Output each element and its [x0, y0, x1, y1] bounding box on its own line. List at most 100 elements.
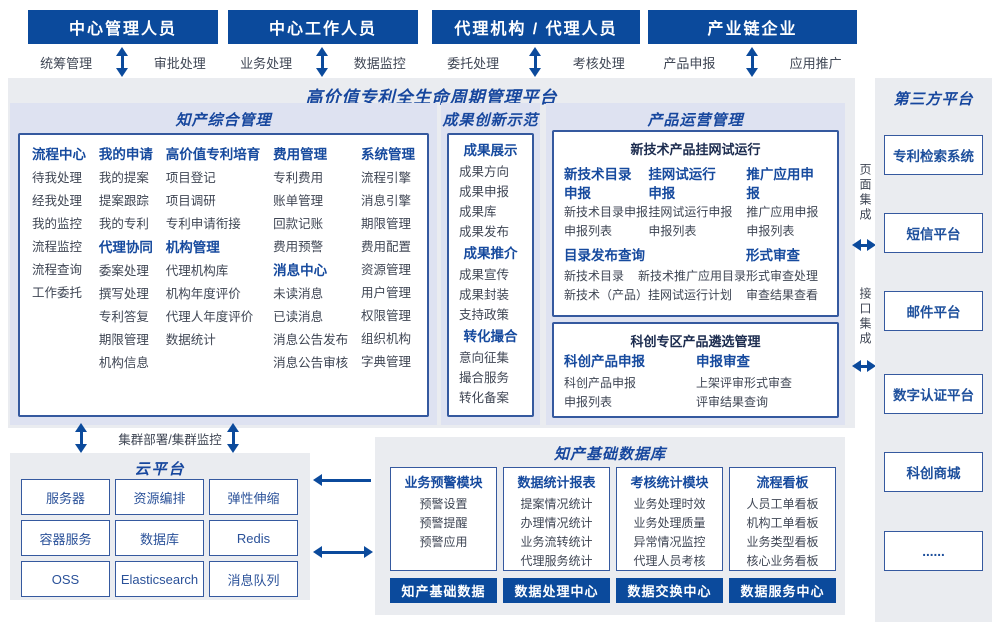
formal-review-items: 形式审查处理审查结果查看	[746, 267, 827, 305]
menu-column: 推广应用申报推广应用申报申报列表	[746, 160, 827, 241]
menu-group-header: 挂网试运行 申报	[648, 167, 716, 201]
cluster-deploy-monitor-label: 集群部署/集群监控	[118, 433, 222, 447]
menu-group-header: 消息中心	[273, 263, 328, 278]
menu-item: 形式审查处理	[746, 269, 819, 283]
actor-function-label: 数据监控	[353, 55, 406, 71]
menu-item: 我的专利	[98, 217, 149, 231]
menu-item: 消息公告审核	[273, 356, 349, 370]
menu-item: 专利申请衔接	[165, 217, 241, 231]
actor-column: 产业链企业产品申报应用推广	[648, 10, 857, 78]
vertical-double-arrow-icon	[227, 423, 240, 453]
menu-column: 挂网试运行 申报挂网试运行申报申报列表	[648, 160, 746, 241]
vertical-double-arrow-icon	[316, 47, 329, 77]
module-box: 流程看板人员工单看板机构工单看板业务类型看板核心业务看板	[729, 467, 836, 571]
cloud-platform-title: 云平台	[134, 461, 186, 478]
module-item: 业务处理质量	[633, 516, 706, 530]
menu-item: 机构信息	[98, 356, 149, 370]
ip-management-menu-box: 流程中心待我处理经我处理我的监控流程监控流程查询工作委托我的申请我的提案提案跟踪…	[18, 133, 429, 417]
menu-group-header: 高价值专利培育	[165, 147, 261, 162]
menu-group-header: 成果推介	[463, 246, 518, 261]
menu-group-header: 申报审查	[696, 354, 750, 369]
menu-item: 成果库	[459, 205, 497, 219]
vertical-double-arrow-icon	[116, 47, 129, 77]
menu-group-header: 目录发布查询	[564, 248, 645, 263]
menu-group-header: 费用管理	[273, 147, 328, 162]
section-title: 成果创新示范	[442, 112, 539, 129]
menu-item: 消息引擎	[360, 194, 411, 208]
menu-item: 申报列表	[564, 395, 613, 409]
kechuang-groups: 科创产品申报科创产品申报申报列表申报审查上架评审形式审查评审结果查询	[554, 350, 837, 412]
module-item: 业务类型看板	[746, 535, 819, 549]
menu-item: 期限管理	[98, 333, 149, 347]
actor-column: 中心工作人员业务处理数据监控	[228, 10, 418, 78]
platform-title: 高价值专利全生命周期管理平台	[305, 88, 558, 107]
menu-column: 流程中心待我处理经我处理我的监控流程监控流程查询工作委托	[32, 143, 86, 407]
actor-function-label: 委托处理	[447, 55, 500, 71]
menu-column: 高价值专利培育项目登记项目调研专利申请衔接机构管理代理机构库机构年度评价代理人年…	[166, 143, 261, 407]
achievement-menu-box: 成果展示成果方向成果申报成果库成果发布成果推介成果宣传成果封装支持政策转化撮合意…	[447, 133, 534, 417]
menu-item: 提案跟踪	[98, 194, 149, 208]
menu-item: 机构年度评价	[165, 287, 241, 301]
cloud-service-box: 数据库	[115, 520, 204, 556]
cloud-service-box: 资源编排	[115, 479, 204, 515]
menu-item: 成果方向	[459, 165, 510, 179]
module-item: 代理服务统计	[520, 554, 593, 568]
cloud-service-box: 消息队列	[209, 561, 298, 597]
menu-item: 费用预警	[273, 240, 324, 254]
menu-item: 科创产品申报	[564, 376, 637, 390]
module-box: 业务预警模块预警设置预警提醒预警应用	[390, 467, 497, 571]
cloud-service-box: Elasticsearch	[115, 561, 204, 597]
database-module: 数据统计报表提案情况统计办理情况统计业务流转统计代理服务统计数据处理中心	[503, 467, 610, 603]
third-party-system-box: 科创商城	[884, 452, 983, 492]
data-center-button: 知产基础数据	[390, 578, 497, 603]
menu-item: 消息公告发布	[273, 333, 349, 347]
menu-item: 字典管理	[360, 355, 411, 369]
section-ip-comprehensive-management: 知产综合管理 流程中心待我处理经我处理我的监控流程监控流程查询工作委托我的申请我…	[10, 103, 437, 425]
third-party-system-box: 数字认证平台	[884, 374, 983, 414]
double-arrow-icon	[313, 546, 373, 559]
menu-item: 申报列表	[648, 224, 697, 238]
hangwang-trial-box: 新技术产品挂网试运行 新技术目录 申报新技术目录申报申报列表挂网试运行 申报挂网…	[552, 130, 839, 317]
actor-function-label: 考核处理	[572, 55, 625, 71]
menu-item: 项目调研	[165, 194, 216, 208]
data-center-button: 数据处理中心	[503, 578, 610, 603]
menu-item: 专利费用	[273, 171, 324, 185]
module-header: 数据统计报表	[517, 475, 596, 490]
module-box: 数据统计报表提案情况统计办理情况统计业务流转统计代理服务统计	[503, 467, 610, 571]
actor-function-label: 产品申报	[663, 55, 716, 71]
menu-item: 流程引擎	[360, 171, 411, 185]
section-product-operations: 产品运营管理 新技术产品挂网试运行 新技术目录 申报新技术目录申报申报列表挂网试…	[546, 103, 845, 425]
menu-item: 新技术（产品）挂网试运行计划	[564, 288, 733, 302]
menu-item: 项目登记	[165, 171, 216, 185]
third-party-system-box: 专利检索系统	[884, 135, 983, 175]
actor-title: 中心工作人员	[228, 10, 418, 44]
module-item: 提案情况统计	[520, 497, 593, 511]
menu-item: 待我处理	[32, 171, 83, 185]
menu-group-header: 流程中心	[32, 147, 86, 162]
double-arrow-icon	[852, 239, 876, 252]
actor-title: 中心管理人员	[28, 10, 218, 44]
menu-group-header: 形式审查	[746, 248, 801, 263]
database-module: 流程看板人员工单看板机构工单看板业务类型看板核心业务看板数据服务中心	[729, 467, 836, 603]
menu-item: 我的监控	[32, 217, 83, 231]
actor-functions: 产品申报 应用推广	[648, 46, 857, 78]
menu-item: 资源管理	[360, 263, 411, 277]
menu-item: 成果发布	[459, 225, 510, 239]
actor-function-label: 审批处理	[153, 55, 206, 71]
actor-title: 代理机构 / 代理人员	[432, 10, 640, 44]
menu-item: 上架评审形式审查	[696, 376, 793, 390]
menu-column: 申报审查上架评审形式审查评审结果查询	[696, 350, 827, 412]
menu-group-header: 科创产品申报	[564, 354, 645, 369]
actor-function-label: 应用推广	[789, 55, 842, 71]
actor-column: 代理机构 / 代理人员委托处理 考核处理	[432, 10, 640, 78]
vertical-double-arrow-icon	[75, 423, 88, 453]
menu-group-header: 代理协同	[98, 240, 153, 255]
menu-item: 数据统计	[165, 333, 216, 347]
menu-item: 组织机构	[360, 332, 411, 346]
menu-column: 新技术目录 申报新技术目录申报申报列表	[564, 160, 648, 241]
left-arrow-icon	[313, 474, 373, 487]
module-item: 核心业务看板	[746, 554, 819, 568]
module-item: 预警应用	[419, 535, 468, 549]
